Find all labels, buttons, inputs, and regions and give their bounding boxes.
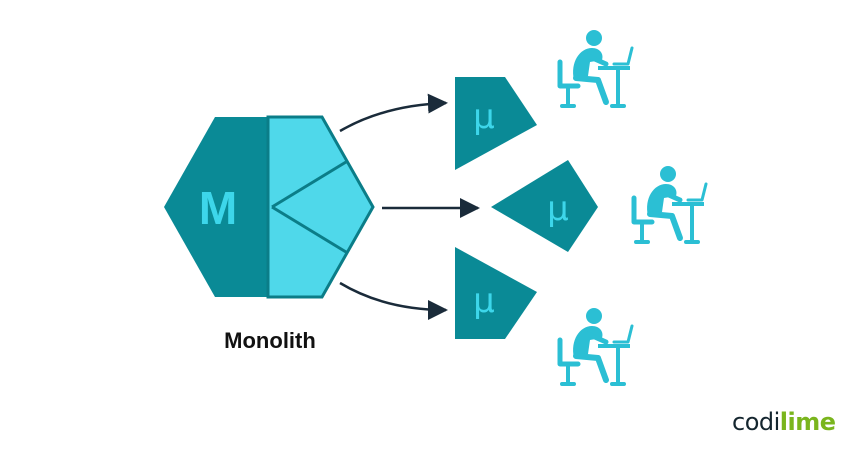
monolith-label: Monolith (224, 328, 316, 353)
microservice-letter: μ (473, 97, 495, 137)
developer-at-desk-icon (560, 308, 632, 384)
developer-at-desk-icon (560, 30, 632, 106)
microservice-top: μ (455, 77, 537, 170)
microservice-middle: μ (491, 160, 598, 252)
arrow-top (339, 93, 448, 133)
codilime-logo: codilime (732, 408, 836, 436)
logo-part-codi: codi (732, 408, 780, 436)
arrow-bottom (339, 281, 448, 320)
developer-at-desk-icon (634, 166, 706, 242)
monolith-hexagon: M (164, 115, 375, 299)
microservice-bottom: μ (455, 247, 537, 339)
microservice-letter: μ (473, 281, 495, 321)
monolith-letter: M (199, 182, 237, 234)
logo-part-lime: lime (779, 408, 836, 436)
microservice-letter: μ (547, 189, 569, 229)
